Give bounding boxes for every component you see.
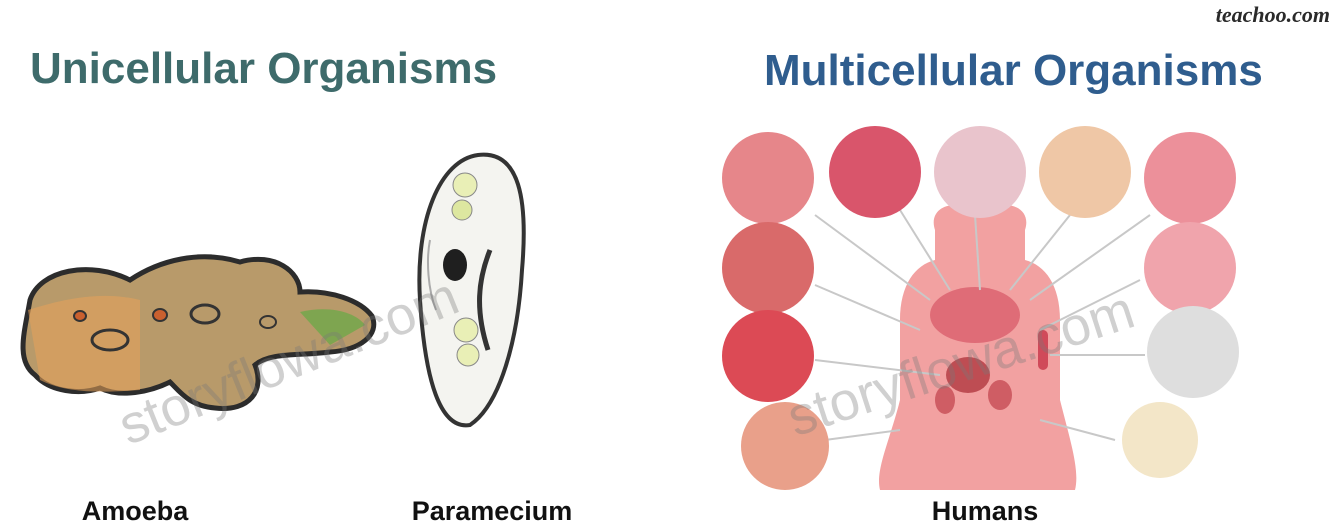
tissue-circle (1144, 132, 1236, 224)
humans-label: Humans (905, 496, 1065, 527)
tissue-circle (934, 126, 1026, 218)
tissue-circle (829, 126, 921, 218)
amoeba-label: Amoeba (60, 496, 210, 527)
tissue-circle (722, 222, 814, 314)
human-body-illustration (879, 170, 1076, 490)
paramecium-label: Paramecium (392, 496, 592, 527)
tissue-circle (1039, 126, 1131, 218)
tissue-circle (1147, 306, 1239, 398)
paramecium-illustration (419, 155, 523, 426)
tissue-circle (722, 310, 814, 402)
tissue-circle (722, 132, 814, 224)
tissue-circle (1122, 402, 1198, 478)
amoeba-illustration (23, 257, 374, 409)
tissue-circle (741, 402, 829, 490)
tissue-circle (1144, 222, 1236, 314)
